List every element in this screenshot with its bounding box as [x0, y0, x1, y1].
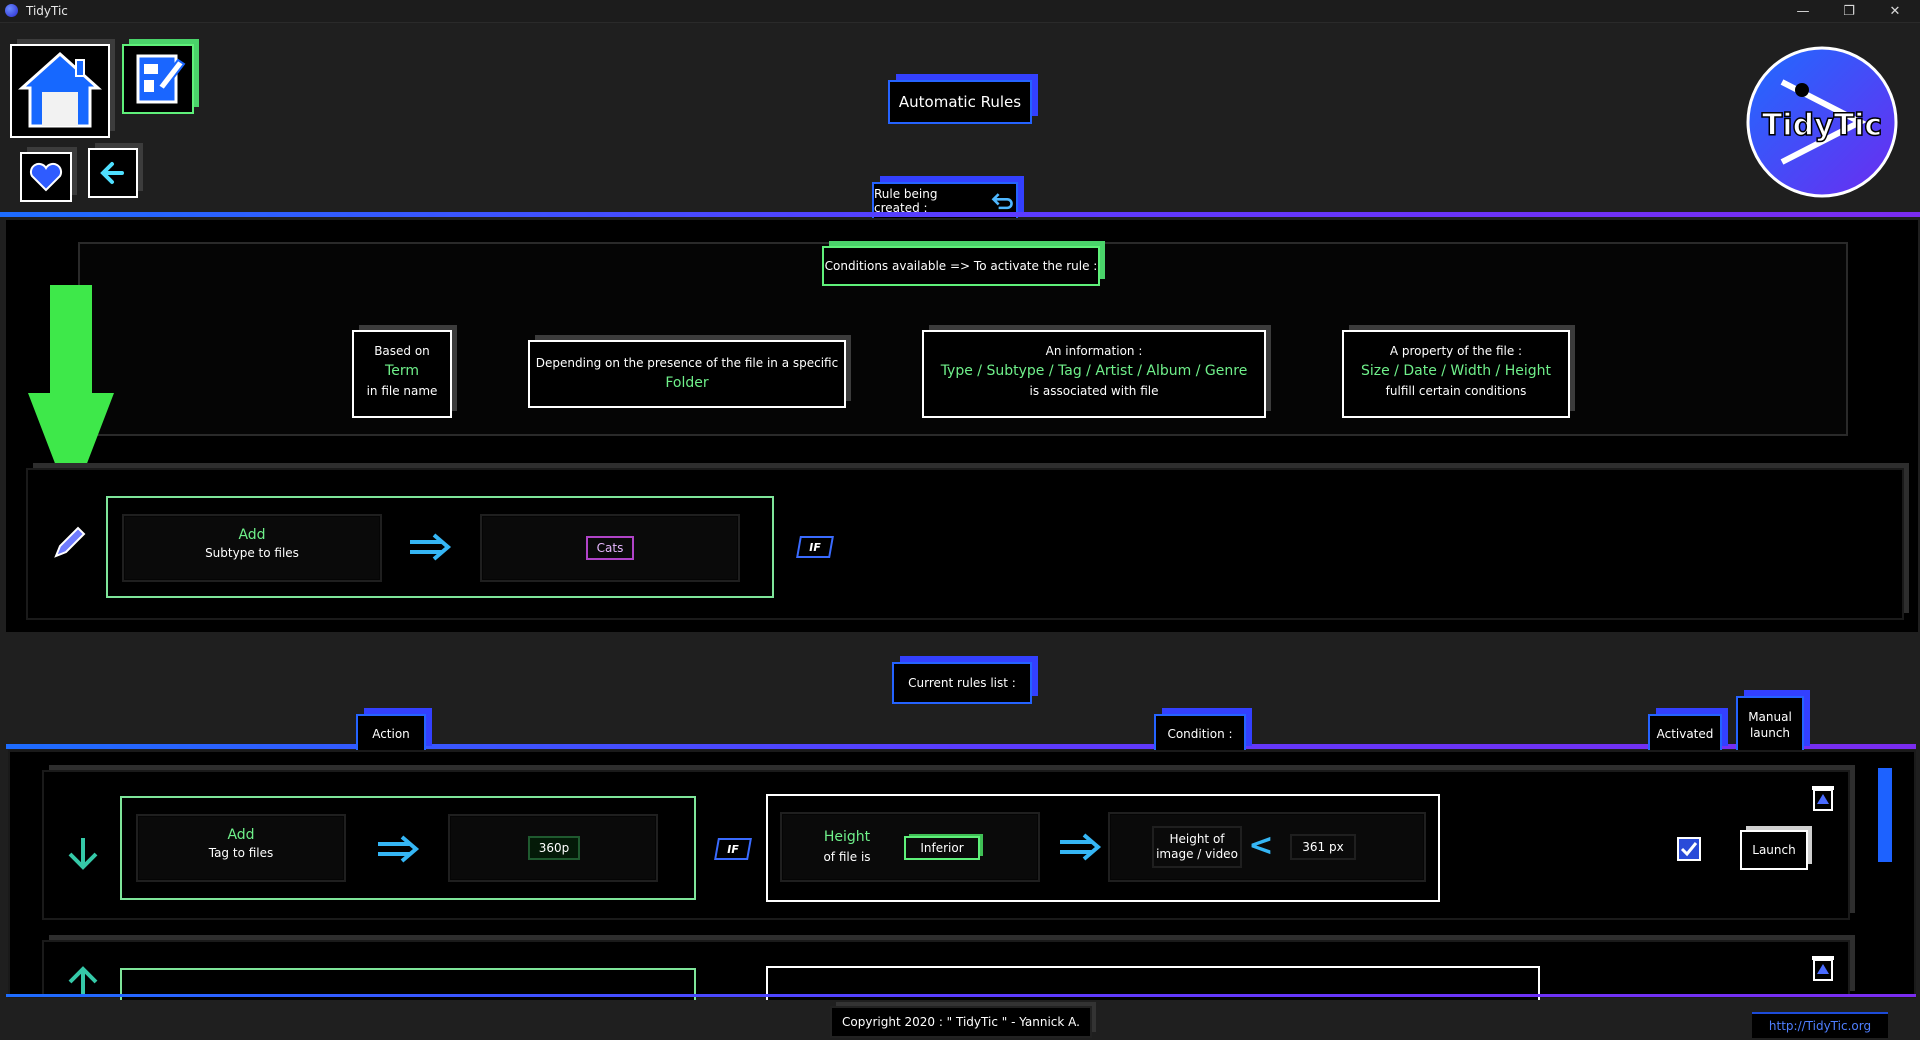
draft-if-badge: IF — [796, 536, 834, 558]
favorites-button[interactable] — [20, 152, 72, 202]
condition-property[interactable]: A property of the file : Size / Date / W… — [1342, 330, 1570, 418]
rule-cond-operator: Inferior — [904, 836, 980, 860]
rule-value-chip: 360p — [528, 836, 580, 860]
rules-list-divider — [6, 744, 1916, 749]
logo-text: TidyTic — [1761, 107, 1883, 144]
move-up-icon[interactable] — [64, 964, 102, 994]
launch-button[interactable]: Launch — [1740, 830, 1808, 870]
rule-creation-divider — [0, 212, 1920, 217]
back-button[interactable] — [88, 148, 138, 198]
home-icon — [18, 51, 102, 128]
column-manual-line2: launch — [1749, 726, 1791, 740]
move-down-icon[interactable] — [64, 834, 102, 872]
arrow-left-icon — [100, 162, 124, 184]
home-button[interactable] — [10, 44, 110, 138]
condition-prop-line3: fulfill certain conditions — [1385, 384, 1527, 398]
rule-value-cell[interactable]: 360p — [448, 814, 658, 882]
double-arrow-right-icon — [410, 533, 452, 561]
draft-action-verb: Add — [238, 527, 266, 543]
rule-action-verb: Add — [227, 827, 255, 843]
rules-list-label: Current rules list : — [892, 662, 1032, 704]
draft-value-chip: Cats — [586, 536, 634, 560]
rule-condition-frame: Height of file is Inferior Height of ima… — [766, 794, 1440, 902]
condition-prop-highlight: Size / Date / Width / Height — [1360, 363, 1551, 379]
page-title: Automatic Rules — [888, 80, 1032, 124]
condition-info-highlight: Type / Subtype / Tag / Artist / Album / … — [940, 363, 1248, 379]
rules-scrollbar-thumb[interactable] — [1878, 768, 1892, 862]
column-condition: Condition : — [1154, 714, 1246, 754]
window-titlebar: TidyTic — ❐ ✕ — [0, 0, 1920, 23]
condition-term-line3: in file name — [366, 384, 438, 398]
rule-condition-value-cell[interactable]: Height of image / video < 361 px — [1108, 812, 1426, 882]
rules-edit-button[interactable] — [122, 44, 194, 114]
draft-value-cell[interactable]: Cats — [480, 514, 740, 582]
condition-info-line3: is associated with file — [1029, 384, 1159, 398]
logo-icon — [1746, 46, 1898, 198]
rules-list-bottom-divider — [6, 994, 1916, 997]
condition-prop-line1: A property of the file : — [1389, 344, 1523, 358]
window-title: TidyTic — [26, 4, 68, 18]
condition-folder[interactable]: Depending on the presence of the file in… — [528, 340, 846, 408]
less-than-icon: < — [1248, 827, 1274, 863]
condition-folder-highlight: Folder — [665, 375, 709, 391]
rule-creation-label-text: Rule being created : — [874, 187, 938, 215]
column-manual-launch: Manual launch — [1736, 696, 1804, 754]
minimize-button[interactable]: — — [1796, 3, 1810, 19]
trash-icon[interactable] — [1808, 782, 1838, 812]
rule-cond-prop2: of file is — [823, 850, 871, 864]
tidytic-logo: TidyTic — [1742, 42, 1902, 202]
condition-term-line1: Based on — [374, 344, 430, 358]
rule-action-target: Tag to files — [208, 846, 274, 860]
column-manual-line1: Manual — [1748, 710, 1792, 724]
heart-icon — [29, 162, 63, 192]
draft-action-target: Subtype to files — [205, 546, 299, 560]
rule-action-cell[interactable]: Add Tag to files — [136, 814, 346, 882]
rule-condition-prop-cell[interactable]: Height of file is Inferior — [780, 812, 1040, 882]
rule-cond-field: Height of image / video — [1152, 826, 1242, 868]
undo-icon[interactable] — [990, 191, 1016, 211]
green-down-arrow-icon — [28, 285, 114, 505]
column-action: Action — [356, 714, 426, 754]
rule-cond-field2: image / video — [1156, 847, 1238, 861]
trash-icon[interactable] — [1808, 952, 1838, 982]
pencil-icon[interactable] — [50, 524, 88, 562]
conditions-label: Conditions available => To activate the … — [822, 246, 1100, 286]
condition-folder-line1: Depending on the presence of the file in… — [535, 356, 839, 370]
rule-cond-field1: Height of — [1169, 832, 1225, 846]
activated-checkbox[interactable] — [1676, 836, 1702, 862]
draft-action-cell[interactable]: Add Subtype to files — [122, 514, 382, 582]
footer-link[interactable]: http://TidyTic.org — [1752, 1012, 1888, 1038]
restore-button[interactable]: ❐ — [1843, 3, 1855, 19]
draft-action-frame: Add Subtype to files Cats — [106, 496, 774, 598]
rule-action-frame: Add Tag to files 360p — [120, 796, 696, 900]
column-activated: Activated — [1648, 714, 1722, 754]
condition-info-line1: An information : — [1045, 344, 1143, 358]
rule-cond-prop1: Height — [823, 829, 871, 845]
rule-if-badge: IF — [714, 838, 752, 860]
rule-cond-value: 361 px — [1290, 834, 1356, 860]
app-icon — [5, 4, 18, 17]
double-arrow-right-icon — [378, 835, 420, 863]
condition-term[interactable]: Based on Term in file name — [352, 330, 452, 418]
document-edit-icon — [136, 54, 186, 104]
condition-term-highlight: Term — [385, 363, 419, 379]
close-button[interactable]: ✕ — [1889, 3, 1901, 19]
condition-information[interactable]: An information : Type / Subtype / Tag / … — [922, 330, 1266, 418]
double-arrow-right-icon — [1060, 833, 1102, 861]
footer-copyright: Copyright 2020 : " TidyTic " - Yannick A… — [830, 1006, 1092, 1038]
